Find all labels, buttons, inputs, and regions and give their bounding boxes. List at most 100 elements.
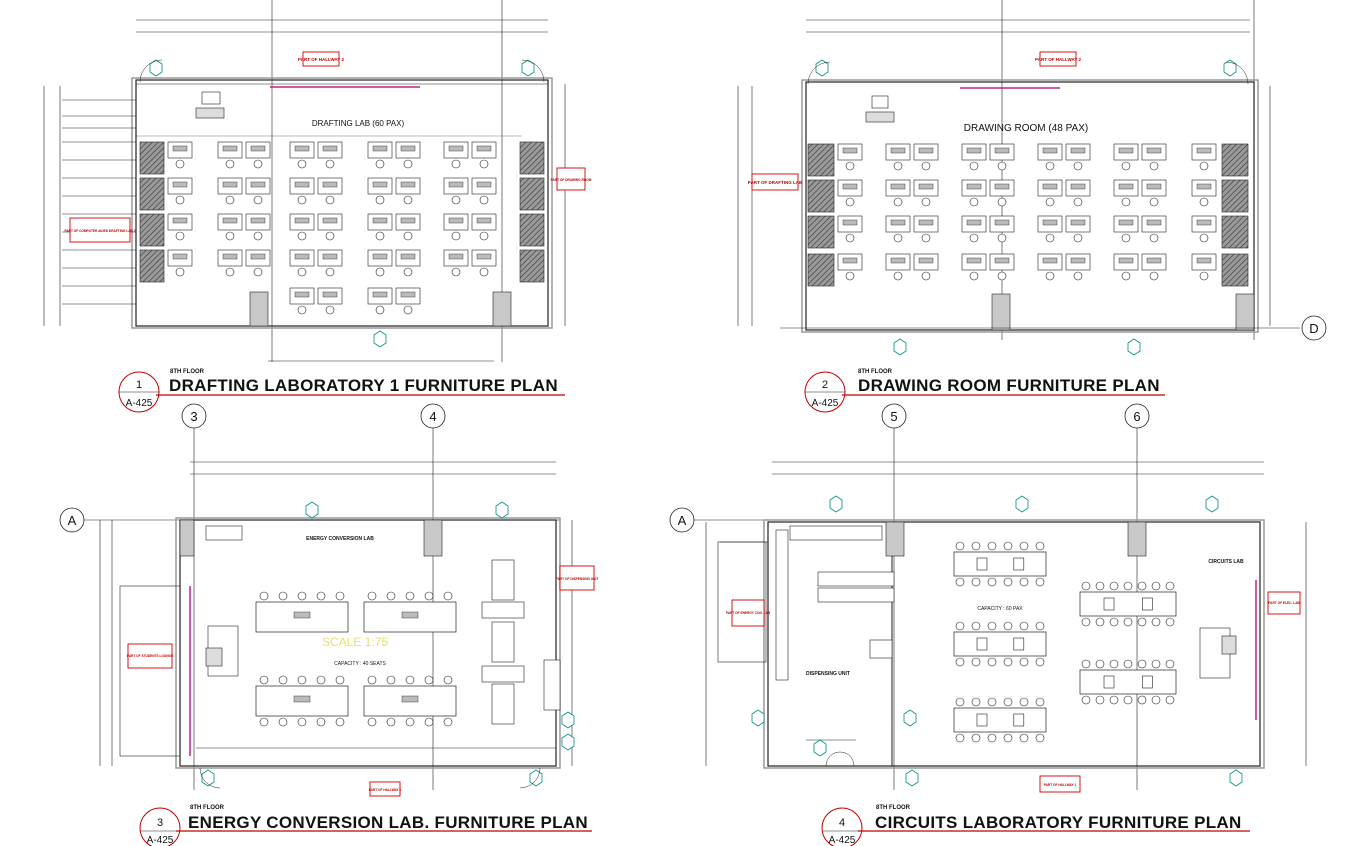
stool — [1035, 621, 1045, 631]
desk-board — [372, 291, 388, 298]
stool — [297, 591, 307, 601]
sheet-number-1: A-425 — [126, 398, 153, 409]
capacity-circuits-lab: CAPACITY : 60 PAX — [977, 606, 1023, 612]
tag-cad-lab-2: PART OF COMPUTER AIDED DRAFTING LAB 2 — [64, 229, 135, 233]
storage-cabinet — [807, 143, 835, 177]
desk-board — [1196, 219, 1212, 226]
stool — [443, 717, 453, 727]
desk-board — [1146, 183, 1162, 190]
desk-board — [1042, 147, 1058, 154]
plan-title-1: DRAFTING LABORATORY 1 FURNITURE PLAN — [169, 376, 558, 395]
stool — [845, 197, 855, 207]
floor-label-1: 8TH FLOOR — [170, 369, 205, 375]
storage-cabinet — [1221, 253, 1249, 287]
stool — [955, 621, 965, 631]
stool — [1019, 577, 1029, 587]
stool — [253, 231, 263, 241]
desk-board — [842, 183, 858, 190]
desk-board — [476, 181, 492, 188]
stool — [921, 161, 931, 171]
stool — [424, 675, 434, 685]
desk-board — [400, 253, 416, 260]
stool — [969, 197, 979, 207]
stool — [1081, 659, 1091, 669]
stool — [1151, 695, 1161, 705]
stool — [1165, 659, 1175, 669]
stool — [969, 161, 979, 171]
desk-board — [322, 291, 338, 298]
desk-board — [372, 181, 388, 188]
desk-board — [966, 147, 982, 154]
circuits-lab-plan — [669, 403, 1307, 793]
stool — [451, 231, 461, 241]
desk-board — [400, 181, 416, 188]
stool — [955, 657, 965, 667]
desk-board — [294, 145, 310, 152]
stool — [997, 197, 1007, 207]
stool — [1045, 197, 1055, 207]
stool — [1019, 657, 1029, 667]
lab-table — [1079, 669, 1177, 695]
stool — [253, 159, 263, 169]
desk-board — [294, 253, 310, 260]
stool — [424, 717, 434, 727]
desk-board — [966, 219, 982, 226]
stool — [1121, 197, 1131, 207]
capacity-energy-lab: CAPACITY : 40 SEATS — [334, 661, 386, 667]
storage-cabinet — [519, 141, 545, 175]
stool — [1035, 733, 1045, 743]
lab-table — [953, 707, 1047, 733]
stool — [1121, 233, 1131, 243]
stool — [1149, 161, 1159, 171]
plan-title-2: DRAWING ROOM FURNITURE PLAN — [858, 376, 1160, 395]
stool — [1045, 271, 1055, 281]
stool — [403, 195, 413, 205]
desk-board — [890, 257, 906, 264]
tag-dispensing-unit: PART OF DISPENSING UNIT — [556, 577, 599, 581]
desk-board — [250, 253, 266, 260]
stool — [335, 591, 345, 601]
desk-board — [1042, 219, 1058, 226]
desk-board — [1196, 147, 1212, 154]
stool — [367, 717, 377, 727]
desk-board — [1196, 183, 1212, 190]
floor-label-2: 8TH FLOOR — [858, 369, 893, 375]
stool — [1123, 695, 1133, 705]
tag-students-lounge: PART OF STUDENTS LOUNGE — [127, 654, 173, 658]
stool — [1137, 581, 1147, 591]
lab-equipment — [976, 557, 988, 571]
title-block-2: 8TH FLOOR DRAWING ROOM FURNITURE PLAN 2 … — [804, 369, 1165, 413]
desk-board — [372, 145, 388, 152]
stool — [971, 733, 981, 743]
stool — [1073, 197, 1083, 207]
stool — [1151, 659, 1161, 669]
stool — [893, 161, 903, 171]
desk-board — [322, 145, 338, 152]
stool — [1137, 617, 1147, 627]
stool — [297, 675, 307, 685]
desk-board — [172, 217, 188, 224]
desk-board — [1118, 257, 1134, 264]
stool — [479, 267, 489, 277]
desk-board — [1070, 257, 1086, 264]
stool — [297, 159, 307, 169]
stool — [443, 591, 453, 601]
drawing-room-plan — [737, 0, 1327, 356]
stool — [316, 717, 326, 727]
stool — [1019, 697, 1029, 707]
stool — [325, 305, 335, 315]
stool — [1149, 197, 1159, 207]
desk-board — [918, 257, 934, 264]
stool — [225, 231, 235, 241]
stool — [1035, 541, 1045, 551]
stool — [375, 159, 385, 169]
stool — [971, 541, 981, 551]
stool — [997, 271, 1007, 281]
stool — [405, 591, 415, 601]
stool — [225, 267, 235, 277]
stool — [955, 541, 965, 551]
stool — [225, 159, 235, 169]
desk-board — [842, 147, 858, 154]
desk-board — [322, 217, 338, 224]
stool — [297, 195, 307, 205]
